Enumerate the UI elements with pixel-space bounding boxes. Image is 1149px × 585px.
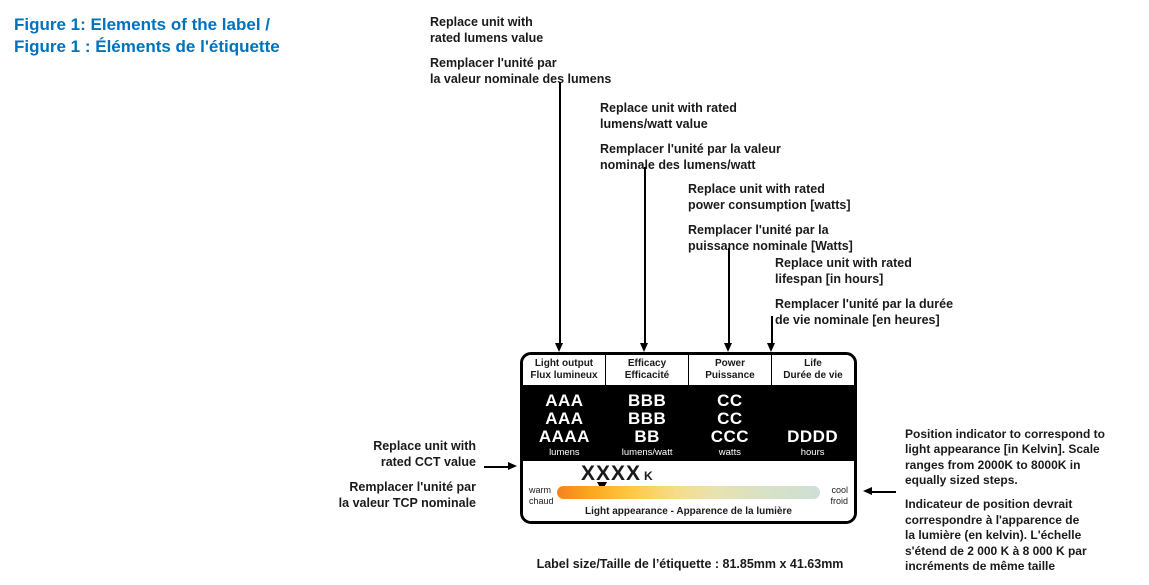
label-cell-efficacy: BBB BBB BB lumens/watt — [606, 385, 689, 461]
label-header-power: Power Puissance — [689, 355, 772, 385]
annotation-cct-fr: Remplacer l'unité par la valeur TCP nomi… — [338, 480, 476, 510]
arrow-line-cct — [484, 466, 508, 468]
arrow-line-life — [771, 316, 773, 344]
annotation-power-en: Replace unit with rated power consumptio… — [688, 182, 851, 212]
arrow-down-icon-power — [724, 343, 732, 352]
label-size-note: Label size/Taille de l’étiquette : 81.85… — [536, 557, 844, 571]
label-header-life: Life Durée de vie — [783, 358, 843, 381]
arrow-down-icon-life — [767, 343, 775, 352]
cct-value-text: XXXX — [581, 462, 642, 485]
figure-title: Figure 1: Elements of the label / Figure… — [14, 14, 280, 59]
color-temperature-gradient — [557, 486, 820, 499]
arrow-down-icon-lumens — [555, 343, 563, 352]
annotation-efficacy: Replace unit with rated lumens/watt valu… — [600, 100, 781, 173]
label-header-light-output: Light output Flux lumineux — [523, 355, 606, 385]
annotation-cct-en: Replace unit with rated CCT value — [373, 439, 476, 469]
label-unit-lumens: lumens — [549, 446, 580, 458]
annotation-position-fr: Indicateur de position devrait correspon… — [905, 497, 1087, 573]
figure-title-en: Figure 1: Elements of the label / — [14, 15, 270, 34]
arrow-line-efficacy — [644, 167, 646, 344]
lighting-label: Light output Flux lumineux Efficacy Effi… — [520, 352, 857, 524]
annotation-efficacy-fr: Remplacer l'unité par la valeur nominale… — [600, 142, 781, 172]
cool-label: cool froid — [830, 485, 848, 506]
annotation-position-en: Position indicator to correspond to ligh… — [905, 427, 1106, 488]
light-appearance-caption: Light appearance - Apparence de la lumiè… — [585, 506, 792, 517]
annotation-position-indicator: Position indicator to correspond to ligh… — [905, 427, 1147, 574]
label-cell-power: CC CC CCC watts — [689, 385, 772, 461]
label-unit-life: hours — [800, 446, 825, 458]
figure-title-fr: Figure 1 : Éléments de l'étiquette — [14, 37, 280, 57]
label-unit-efficacy: lumens/watt — [621, 446, 673, 458]
annotation-lumens-en: Replace unit with rated lumens value — [430, 15, 544, 45]
arrow-line-power — [728, 248, 730, 344]
arrow-line-position — [872, 491, 896, 493]
annotation-life-fr: Remplacer l'unité par la durée de vie no… — [775, 297, 954, 327]
annotation-efficacy-en: Replace unit with rated lumens/watt valu… — [600, 101, 737, 131]
label-cell-lumens: AAA AAA AAAA lumens — [523, 385, 606, 461]
label-values-row: AAA AAA AAAA lumens BBB BBB BB lumens/wa… — [523, 385, 854, 461]
label-value-power: CC CC CCC — [710, 390, 750, 446]
annotation-life-en: Replace unit with rated lifespan [in hou… — [775, 256, 912, 286]
annotation-cct: Replace unit with rated CCT value Rempla… — [260, 438, 476, 511]
label-unit-power: watts — [718, 446, 741, 458]
arrow-left-icon-position — [863, 487, 872, 495]
label-value-life: DDDD — [787, 426, 839, 446]
annotation-power: Replace unit with rated power consumptio… — [688, 181, 853, 254]
label-header-efficacy: Efficacy Efficacité — [606, 355, 689, 385]
arrow-line-lumens — [559, 82, 561, 344]
cct-unit-text: K — [644, 469, 653, 483]
annotation-lumens: Replace unit with rated lumens value Rem… — [430, 14, 611, 87]
label-value-efficacy: BBB BBB BB — [627, 390, 667, 446]
arrow-right-icon-cct — [508, 462, 517, 470]
label-cell-life: DDDD hours — [771, 385, 854, 461]
annotation-life: Replace unit with rated lifespan [in hou… — [775, 255, 953, 328]
label-header-row: Light output Flux lumineux Efficacy Effi… — [523, 355, 854, 385]
warm-label: warm chaud — [529, 485, 554, 506]
annotation-lumens-fr: Remplacer l'unité par la valeur nominale… — [430, 56, 612, 86]
label-value-lumens: AAA AAA AAAA — [538, 390, 590, 446]
arrow-down-icon-efficacy — [640, 343, 648, 352]
annotation-power-fr: Remplacer l'unité par la puissance nomin… — [688, 223, 853, 253]
